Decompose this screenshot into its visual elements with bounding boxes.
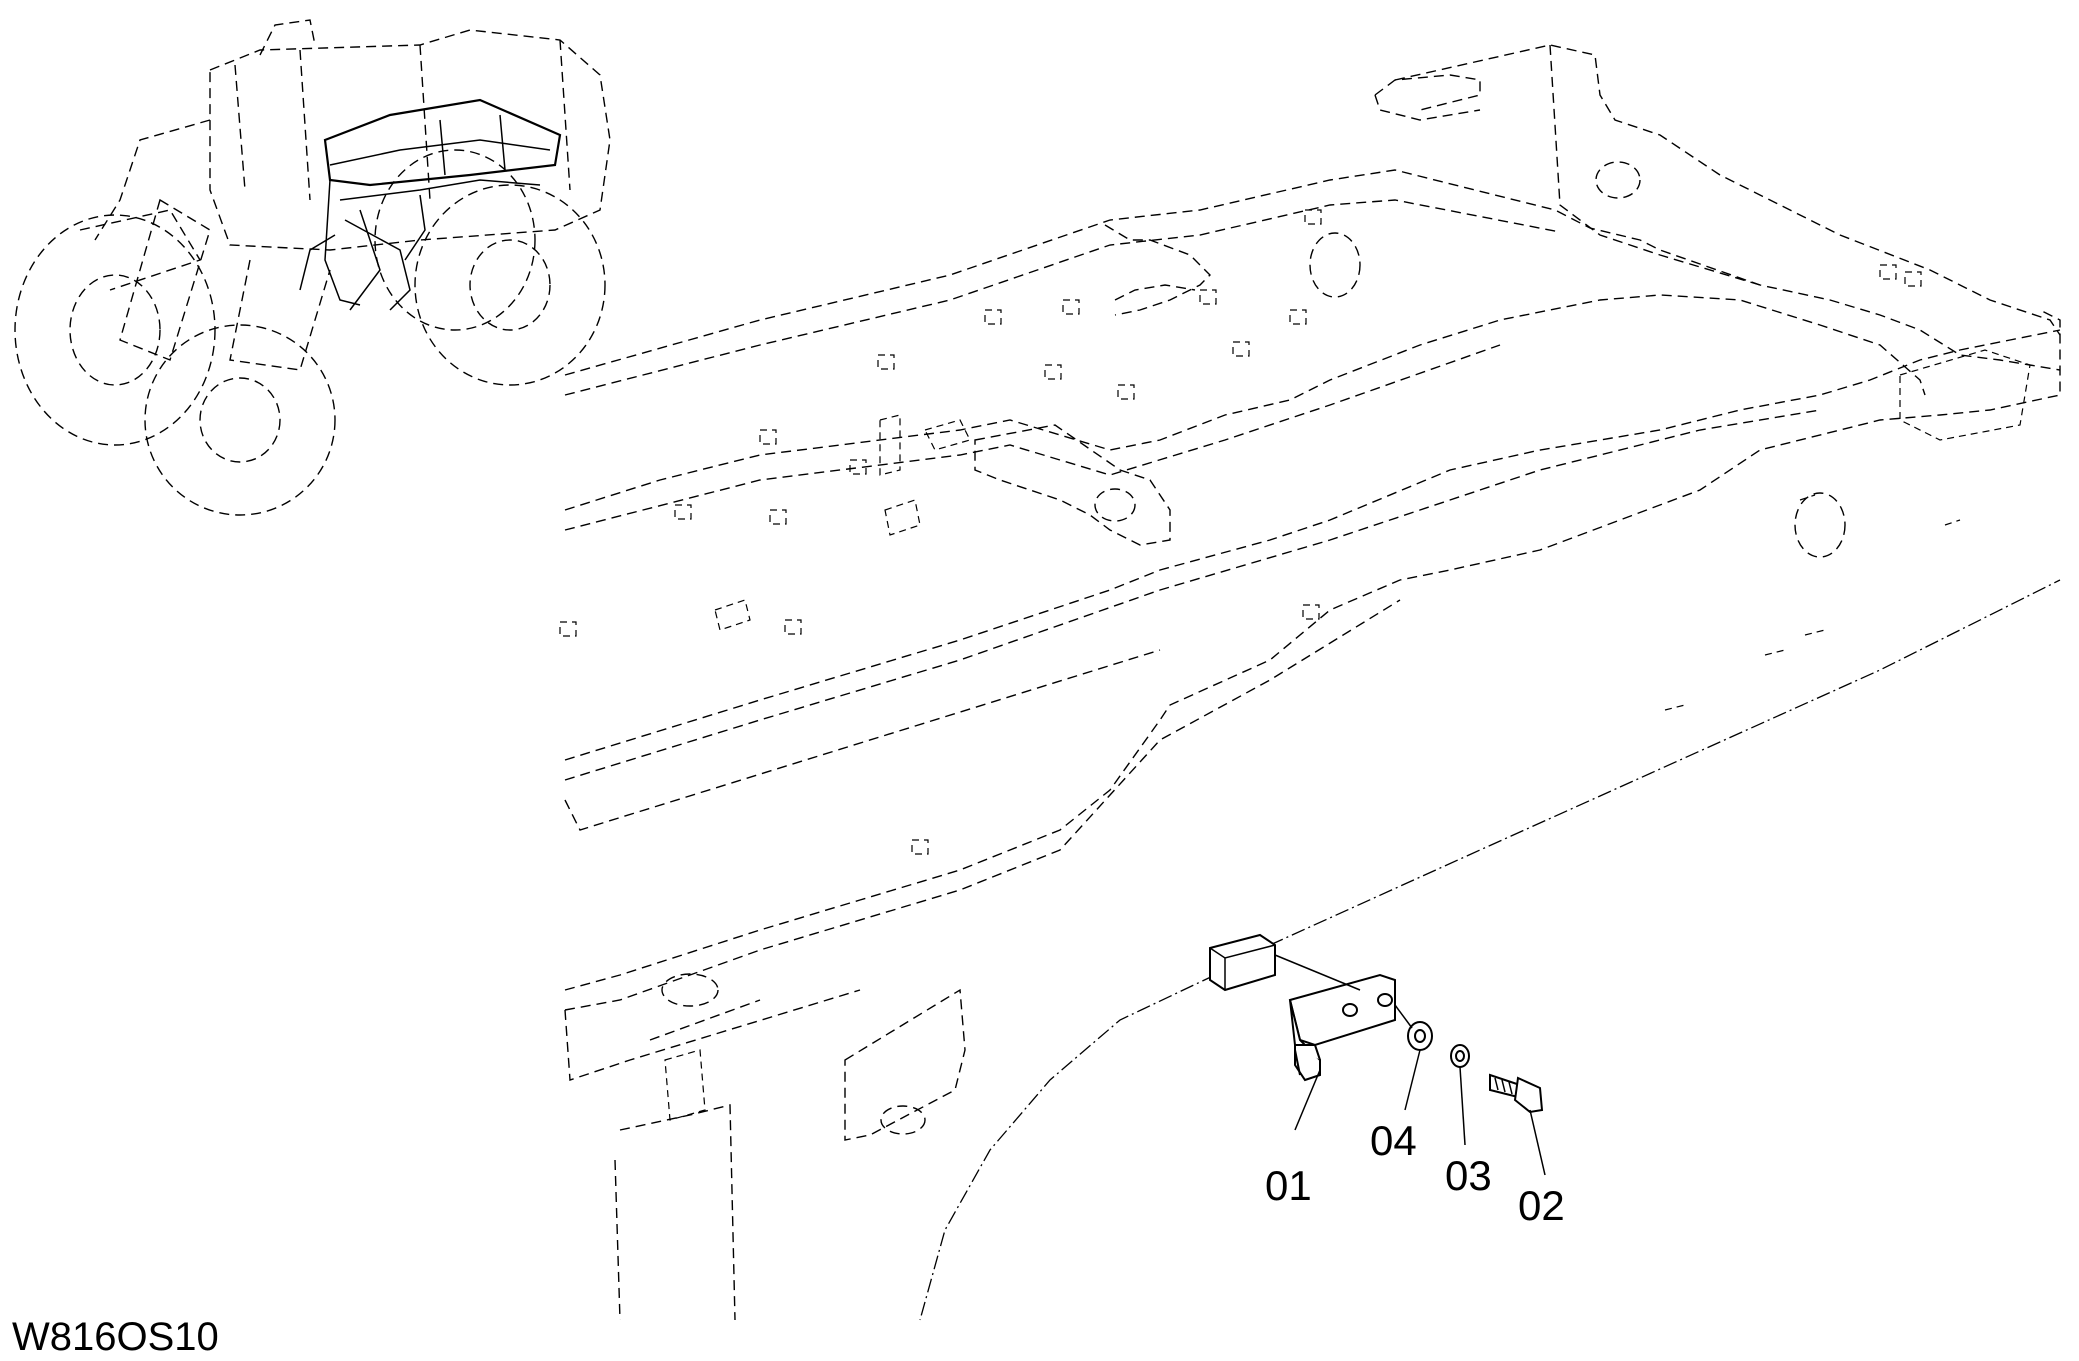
bracket-part-01 bbox=[1288, 973, 1396, 1082]
callout-02: 02 bbox=[1518, 1182, 1565, 1229]
machine-overview-illustration bbox=[14, 19, 611, 516]
frame-illustration bbox=[559, 44, 2061, 1321]
bolt-part-02 bbox=[1489, 1073, 1544, 1114]
callout-04: 04 bbox=[1370, 1117, 1417, 1164]
callout-01: 01 bbox=[1265, 1162, 1312, 1209]
callout-leaders bbox=[1294, 1049, 1546, 1176]
figure-code: W816OS10 bbox=[12, 1315, 219, 1359]
lock-washer-part-03 bbox=[1450, 1044, 1470, 1068]
assembly-leader-lines bbox=[1274, 954, 1413, 1029]
mounting-block bbox=[1209, 933, 1276, 992]
callout-03: 03 bbox=[1445, 1152, 1492, 1199]
